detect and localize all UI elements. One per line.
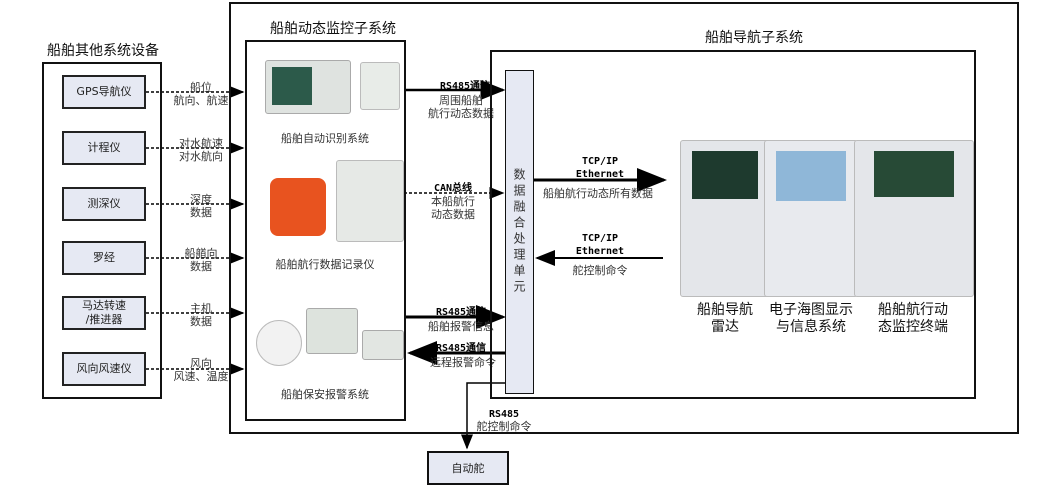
link-label: 远程报警命令 bbox=[430, 356, 496, 369]
middle-group-box bbox=[245, 40, 406, 421]
vdr-cabinet-image bbox=[336, 160, 404, 242]
link-label: 主机 数据 bbox=[190, 302, 212, 328]
link-label: 本船航行 动态数据 bbox=[431, 195, 475, 221]
left-group-box bbox=[42, 62, 162, 399]
alarm-label: 船舶保安报警系统 bbox=[281, 388, 369, 401]
rs485-label: RS485通信 bbox=[435, 307, 487, 318]
link-label: 舵控制命令 bbox=[572, 264, 628, 277]
ecdis-console-image bbox=[764, 140, 858, 297]
alarm-unit-image bbox=[362, 330, 404, 360]
ais-label: 船舶自动识别系统 bbox=[281, 132, 369, 145]
link-label: 船位 航向、航速 bbox=[173, 81, 229, 107]
vdr-label: 船舶航行数据记录仪 bbox=[275, 258, 375, 271]
device-wind[interactable]: 风向风速仪 bbox=[62, 352, 146, 386]
middle-group-title: 船舶动态监控子系统 bbox=[270, 21, 396, 37]
device-log[interactable]: 计程仪 bbox=[62, 131, 146, 165]
device-gps[interactable]: GPS导航仪 bbox=[62, 75, 146, 109]
link-label: 船艏向 数据 bbox=[184, 247, 218, 273]
rs485-label: RS485 bbox=[488, 409, 520, 420]
rs485-label: RS485通信 bbox=[435, 343, 487, 354]
link-label: 船舶报警信息 bbox=[428, 320, 494, 333]
nav-group-box bbox=[490, 50, 976, 399]
ais-device-image bbox=[265, 60, 351, 114]
left-group-title: 船舶其他系统设备 bbox=[47, 43, 159, 59]
monitor-console-image bbox=[854, 140, 974, 297]
tcp-label: TCP/IP Ethernet bbox=[575, 233, 625, 257]
vdr-capsule-image bbox=[270, 178, 326, 236]
console-label-ecdis: 电子海图显示 与信息系统 bbox=[769, 302, 853, 335]
link-label: 船舶航行动态所有数据 bbox=[543, 187, 653, 200]
link-label: 舵控制命令 bbox=[476, 420, 532, 433]
autopilot-box[interactable]: 自动舵 bbox=[427, 451, 509, 485]
link-label: 对水航速 对水航向 bbox=[179, 137, 223, 163]
can-label: CAN总线 bbox=[433, 183, 473, 194]
alarm-box-image bbox=[306, 308, 358, 354]
radar-console-image bbox=[680, 140, 770, 297]
alarm-dome-image bbox=[256, 320, 302, 366]
data-fusion-unit[interactable]: 数据融合处理单元 bbox=[505, 70, 534, 394]
link-label: 深度 数据 bbox=[190, 193, 212, 219]
console-label-radar: 船舶导航 雷达 bbox=[697, 302, 753, 335]
link-label: 周围船舶 航行动态数据 bbox=[428, 94, 494, 120]
nav-group-title: 船舶导航子系统 bbox=[705, 30, 803, 46]
ais-unit-image bbox=[360, 62, 400, 110]
fusion-label: 数据融合处理单元 bbox=[512, 168, 526, 296]
link-label: 风向 风速、温度 bbox=[173, 357, 229, 383]
outer-system-border bbox=[229, 2, 1019, 434]
device-compass[interactable]: 罗经 bbox=[62, 241, 146, 275]
device-echo-sounder[interactable]: 测深仪 bbox=[62, 187, 146, 221]
tcp-label: TCP/IP Ethernet bbox=[575, 156, 625, 180]
device-engine[interactable]: 马达转速 /推进器 bbox=[62, 296, 146, 330]
rs485-label: RS485通信 bbox=[439, 81, 491, 92]
console-label-monitor: 船舶航行动 态监控终端 bbox=[878, 302, 948, 335]
